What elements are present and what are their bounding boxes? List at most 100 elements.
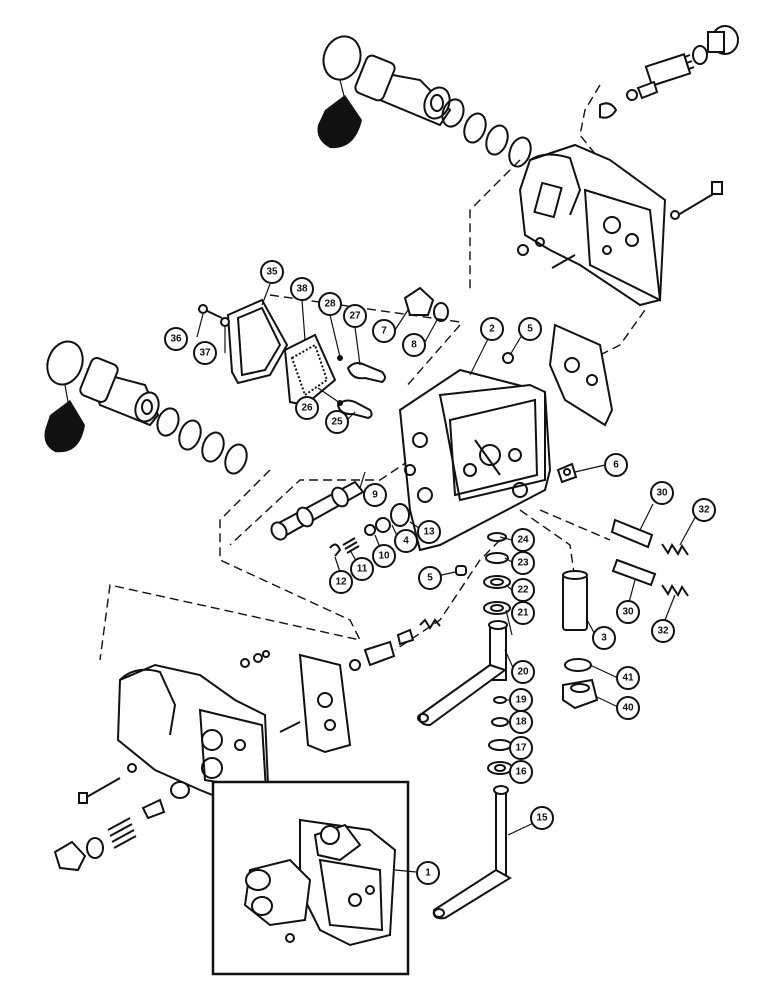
svg-text:21: 21 [517,608,529,619]
callout-5-top: 5 [518,317,542,341]
levers-25-27 [336,355,386,420]
lever-shaft-15 [432,785,512,920]
callout-25: 25 [325,410,349,434]
fitting-7-8 [403,286,449,322]
svg-text:9: 9 [372,490,378,501]
callout-17: 17 [509,736,533,760]
left-valve-spool [44,340,160,453]
sleeve-3 [562,570,588,631]
callout-27: 27 [343,304,367,328]
svg-text:2: 2 [489,324,495,335]
bottom-valve-body [116,663,270,802]
svg-text:1: 1 [425,868,431,879]
bottom-valve-hardware [53,618,441,872]
svg-text:7: 7 [381,326,387,337]
cover-plate [226,298,289,385]
svg-text:6: 6 [613,460,619,471]
callout-32-top: 32 [692,498,716,522]
svg-text:35: 35 [266,267,278,278]
callout-4: 4 [394,529,418,553]
svg-text:5: 5 [527,324,533,335]
housing-gasket [548,323,614,427]
svg-text:24: 24 [517,535,529,546]
callout-5-bottom: 5 [418,566,442,590]
svg-text:18: 18 [515,717,527,728]
svg-text:40: 40 [622,703,634,714]
top-valve-hardware [517,25,739,269]
callout-18: 18 [509,710,533,734]
callout-36: 36 [164,327,188,351]
svg-text:19: 19 [515,695,527,706]
svg-text:32: 32 [657,626,669,637]
svg-text:41: 41 [622,673,634,684]
svg-text:36: 36 [170,334,182,345]
callout-1: 1 [416,861,440,885]
callout-13: 13 [417,520,441,544]
callout-40: 40 [616,696,640,720]
callout-30-top: 30 [650,481,674,505]
svg-text:13: 13 [423,527,435,538]
svg-text:38: 38 [296,284,308,295]
lower-washers [487,696,513,775]
callout-3: 3 [592,626,616,650]
svg-text:4: 4 [403,536,409,547]
svg-text:11: 11 [357,564,368,575]
cover-gasket [283,333,337,407]
svg-text:28: 28 [324,299,336,310]
callout-9: 9 [363,483,387,507]
callout-16: 16 [509,760,533,784]
shaft-washers [483,532,511,615]
lever-shaft-20 [417,620,508,727]
callout-41: 41 [616,666,640,690]
callout-30-bottom: 30 [616,600,640,624]
callout-23: 23 [511,551,535,575]
callout-22: 22 [511,578,535,602]
top-valve-body [518,143,667,307]
svg-text:8: 8 [411,340,417,351]
svg-text:3: 3 [601,633,607,644]
callout-19: 19 [509,688,533,712]
top-valve-spool [317,35,452,149]
svg-text:30: 30 [656,488,668,499]
callout-6: 6 [604,453,628,477]
svg-text:22: 22 [517,585,529,596]
callout-12: 12 [329,570,353,594]
callout-8: 8 [402,333,426,357]
callout-21: 21 [511,601,535,625]
callouts: 35 38 28 27 7 8 2 5 36 37 26 25 6 9 13 4… [164,260,716,885]
bottom-valve-gasket [298,653,352,754]
callout-15: 15 [530,806,554,830]
svg-text:25: 25 [331,417,343,428]
svg-text:5: 5 [427,573,433,584]
callout-2: 2 [480,317,504,341]
callout-20: 20 [511,660,535,684]
callout-24: 24 [511,528,535,552]
svg-text:17: 17 [515,743,527,754]
plungers-30 [610,518,657,587]
svg-text:20: 20 [517,667,529,678]
svg-text:37: 37 [199,348,211,359]
callout-11: 11 [350,557,374,581]
small-parts-4-10-11-12-13 [329,503,410,557]
svg-text:27: 27 [349,311,361,322]
callout-32-bottom: 32 [651,619,675,643]
callout-10: 10 [372,544,396,568]
callout-7: 7 [372,319,396,343]
svg-text:23: 23 [517,558,529,569]
callout-26: 26 [295,396,319,420]
left-valve-seal-rings [156,407,248,475]
center-valve-housing [398,368,552,552]
callout-37: 37 [193,341,217,365]
assembly-inset-box [211,780,410,976]
callout-38: 38 [290,277,314,301]
svg-text:12: 12 [335,577,347,588]
cover-bolts [198,304,230,327]
svg-text:15: 15 [536,813,548,824]
svg-text:10: 10 [378,551,390,562]
spool-9 [270,480,365,541]
svg-text:30: 30 [622,607,634,618]
callout-28: 28 [318,292,342,316]
fitting-40-41 [562,658,599,710]
springs-32 [661,543,689,597]
